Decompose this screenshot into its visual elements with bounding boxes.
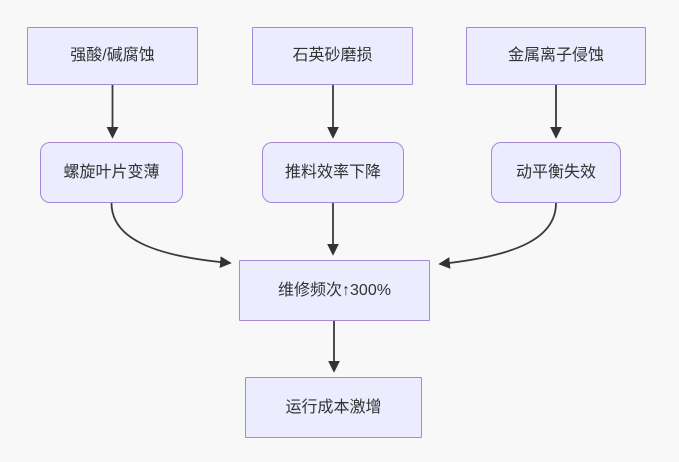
node-label: 推料效率下降 xyxy=(284,163,381,181)
node-label: 金属离子侵蚀 xyxy=(507,47,604,65)
node-pushing-efficiency-drop[interactable]: 推料效率下降 xyxy=(262,142,404,203)
node-operating-cost-surge[interactable]: 运行成本激增 xyxy=(245,377,422,438)
node-quartz-sand-abrasion[interactable]: 石英砂磨损 xyxy=(252,27,413,85)
node-spiral-blade-thinning[interactable]: 螺旋叶片变薄 xyxy=(40,142,183,203)
node-label: 维修频次↑300% xyxy=(278,281,391,299)
node-label: 运行成本激增 xyxy=(285,398,382,416)
node-metal-ion-erosion[interactable]: 金属离子侵蚀 xyxy=(466,27,646,85)
node-label: 动平衡失效 xyxy=(515,163,596,181)
node-acid-alkali-corrosion[interactable]: 强酸/碱腐蚀 xyxy=(27,27,198,85)
node-label: 石英砂磨损 xyxy=(292,47,373,65)
node-dynamic-balance-failure[interactable]: 动平衡失效 xyxy=(491,142,621,203)
node-repair-frequency-up-300[interactable]: 维修频次↑300% xyxy=(239,260,430,321)
edge-bal-repair xyxy=(438,202,557,269)
node-label: 强酸/碱腐蚀 xyxy=(70,47,155,65)
edge-blade-repair xyxy=(110,202,232,268)
node-label: 螺旋叶片变薄 xyxy=(63,163,160,181)
